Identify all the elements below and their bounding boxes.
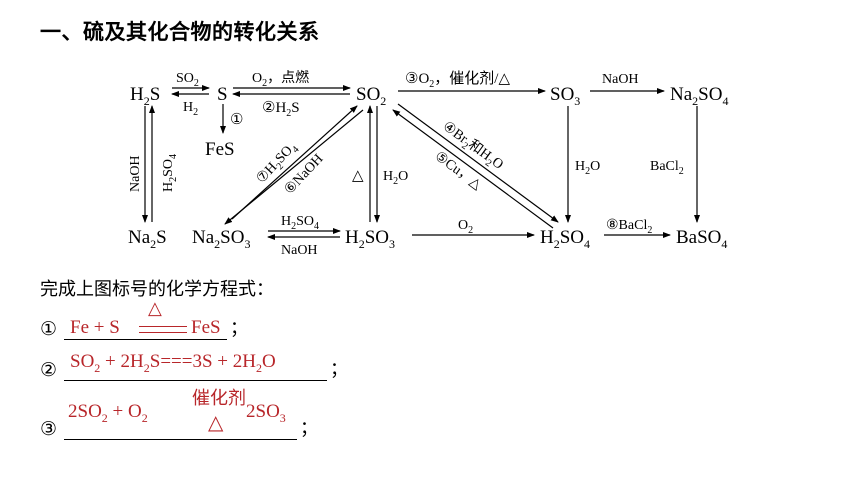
node-na2s: Na2S [128,227,167,251]
label-s-so2-top: O2，点燃 [252,69,309,89]
answer-blank [64,346,327,381]
equation-answer: Fe + S △ FeS [70,298,240,342]
label-s-fes: ① [230,112,243,128]
equation-number: ② [40,359,58,381]
node-so2: SO2 [356,84,386,108]
equation-number: ③ [40,418,58,440]
label-h2s-s-top: SO2 [176,71,199,89]
label-so3-na2so4: NaOH [602,72,639,87]
label-na2so3-h2so3-bottom: NaOH [281,243,318,258]
equation-line-2: ② SO2 + 2H2S===3S + 2H2O ； [40,345,360,385]
node-h2so3: H2SO3 [345,227,395,251]
label-s-so2-bottom: ②H2S [262,100,300,119]
page-title: 一、硫及其化合物的转化关系 [40,20,320,44]
equation-line-1: ① Fe + S △ FeS ； [40,298,280,344]
label-so2-so3: ③O2，催化剂/△ [405,70,510,90]
arrow-so2-to-h2so4 [397,103,559,223]
label-h2s-s-bottom: H2 [183,100,198,118]
semicolon: ； [300,418,318,439]
node-baso4: BaSO4 [676,227,727,251]
semicolon: ； [330,359,348,380]
sulfur-conversion-diagram: H2S S SO2 SO3 Na2SO4 FeS Na2S Na2SO3 H2S… [128,69,728,258]
equation-answer: SO2 + 2H2S===3S + 2H2O [70,351,276,375]
arrow-so2-to-na2so3 [224,109,364,225]
equation-reactants: 2SO2 + O2 [68,401,148,425]
arrow-na2so3-to-so2 [231,105,358,220]
answer-blank [64,405,297,440]
label-na2so4-baso4: BaCl2 [650,159,684,177]
node-na2so4: Na2SO4 [670,84,728,108]
equation-line-3: ③ 2SO2 + O2 催化剂 △ 2SO3 ； [40,388,340,444]
equation-number: ① [40,318,58,340]
label-so2-h2so3-right: H2O [383,169,408,187]
equation-products: 2SO3 [246,401,286,425]
equation-condition-bottom: △ [208,410,224,434]
semicolon: ； [230,318,248,339]
instruction-text: 完成上图标号的化学方程式： [40,279,274,300]
label-h2so4-baso4: ⑧BaCl2 [606,218,652,236]
node-h2so4: H2SO4 [540,227,590,251]
equation-reactants: Fe + S [70,317,120,338]
label-so2-h2so3-left: △ [352,168,364,184]
node-so3: SO3 [550,84,580,108]
label-h2so3-h2so4: O2 [458,218,473,236]
answer-blank [64,305,227,340]
label-na2so3-h2so3-top: H2SO4 [281,214,319,232]
arrow-h2so4-to-so2 [392,109,554,229]
node-fes: FeS [205,139,235,160]
node-h2s: H2S [130,84,160,108]
equals-sign [139,326,187,333]
node-s: S [217,84,228,105]
equation-answer: 2SO2 + O2 催化剂 △ 2SO3 [68,386,308,436]
label-h2s-na2s-right: H2SO4 [161,154,179,192]
label-so3-h2so4: H2O [575,159,600,177]
equation-condition: △ [148,298,162,319]
equation-condition-top: 催化剂 [192,388,246,409]
equation-products: FeS [191,317,221,338]
node-na2so3: Na2SO3 [192,227,250,251]
label-h2s-na2s-left: NaOH [128,155,143,192]
